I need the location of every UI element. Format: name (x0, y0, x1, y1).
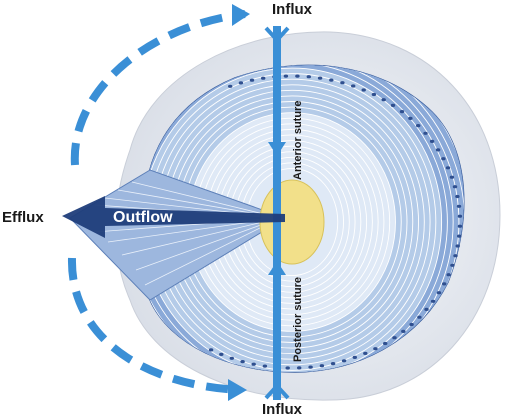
epithelial-cell (238, 81, 244, 85)
epithelial-cell (229, 356, 234, 360)
epithelial-cell (330, 362, 336, 366)
dashed-arrow-top (70, 10, 246, 166)
efflux-label: Efflux (2, 209, 44, 226)
influx-top-label: Influx (272, 1, 313, 18)
epithelial-cell (308, 365, 313, 369)
influx-bottom-chevron (264, 383, 290, 400)
dashed-arrow-bottom (67, 257, 241, 394)
epithelial-cell (417, 315, 422, 319)
epithelial-cell (457, 214, 463, 218)
epithelial-cell (371, 92, 377, 97)
outflow-arrow (62, 196, 285, 238)
epithelial-cell (363, 351, 368, 355)
epithelial-cell (285, 366, 290, 370)
epithelial-cell (455, 244, 460, 248)
epithelial-cell (208, 348, 214, 352)
epithelial-cell (295, 74, 300, 78)
epithelial-cell (317, 76, 323, 80)
influx-axis (273, 26, 281, 400)
epithelial-cell (401, 329, 406, 333)
influx-arrow-down (268, 142, 286, 156)
epithelial-cell (457, 234, 462, 238)
anterior-suture-label: Anterior suture (292, 101, 304, 180)
epithelial-cell (453, 254, 458, 258)
epithelial-cell (449, 175, 455, 179)
epithelial-cell (455, 194, 460, 199)
epithelial-cell (283, 74, 289, 78)
epithelium-cells (208, 74, 463, 370)
epithelial-cell (450, 263, 455, 267)
epithelial-cell (340, 81, 345, 85)
epithelial-cell (435, 148, 441, 152)
epithelial-cell (456, 204, 462, 208)
epithelial-cell (261, 76, 266, 80)
epithelial-cell (430, 299, 436, 303)
epithelial-cell (390, 103, 396, 107)
epithelial-cell (429, 139, 435, 143)
epithelial-cell (219, 352, 224, 356)
epithelial-cell (436, 291, 442, 295)
epithelial-cell (228, 84, 233, 88)
epithelial-cell (424, 307, 429, 311)
epithelial-cell (452, 185, 458, 189)
dashed-arrow-top-head (232, 4, 250, 26)
epithelial-cell (249, 78, 255, 82)
influx-bottom-label: Influx (262, 401, 303, 418)
epithelial-cell (373, 347, 378, 351)
posterior-suture-label: Posterior suture (292, 277, 304, 362)
dashed-arrow-bottom-head (228, 379, 247, 401)
epithelial-cell (352, 355, 357, 359)
lens-cross-section (143, 64, 465, 373)
epithelial-cell (329, 78, 334, 82)
epithelial-cell (262, 364, 268, 368)
epithelial-cell (319, 364, 325, 368)
epithelial-cell (392, 336, 397, 340)
epithelial-cell (423, 131, 428, 135)
epithelial-cell (306, 75, 311, 79)
epithelial-cell (351, 84, 356, 88)
epithelial-cell (361, 88, 366, 92)
epithelial-cell (442, 282, 447, 286)
epithelial-cell (446, 273, 451, 277)
outflow-label: Outflow (113, 209, 173, 226)
epithelial-cell (381, 98, 386, 102)
epithelial-cell (399, 110, 405, 114)
epithelial-cell (251, 362, 256, 366)
epithelial-cell (297, 366, 302, 370)
epithelial-cell (408, 116, 413, 120)
influx-arrow-up (268, 261, 286, 275)
epithelial-cell (416, 124, 421, 128)
epithelial-cell (383, 341, 388, 346)
epithelial-cell (441, 157, 446, 161)
epithelial-cell (240, 360, 245, 364)
epithelial-cell (409, 322, 414, 327)
epithelial-cell (457, 224, 463, 228)
epithelial-cell (341, 359, 347, 363)
influx-top-chevron (264, 26, 290, 43)
epithelial-cell (445, 166, 451, 170)
